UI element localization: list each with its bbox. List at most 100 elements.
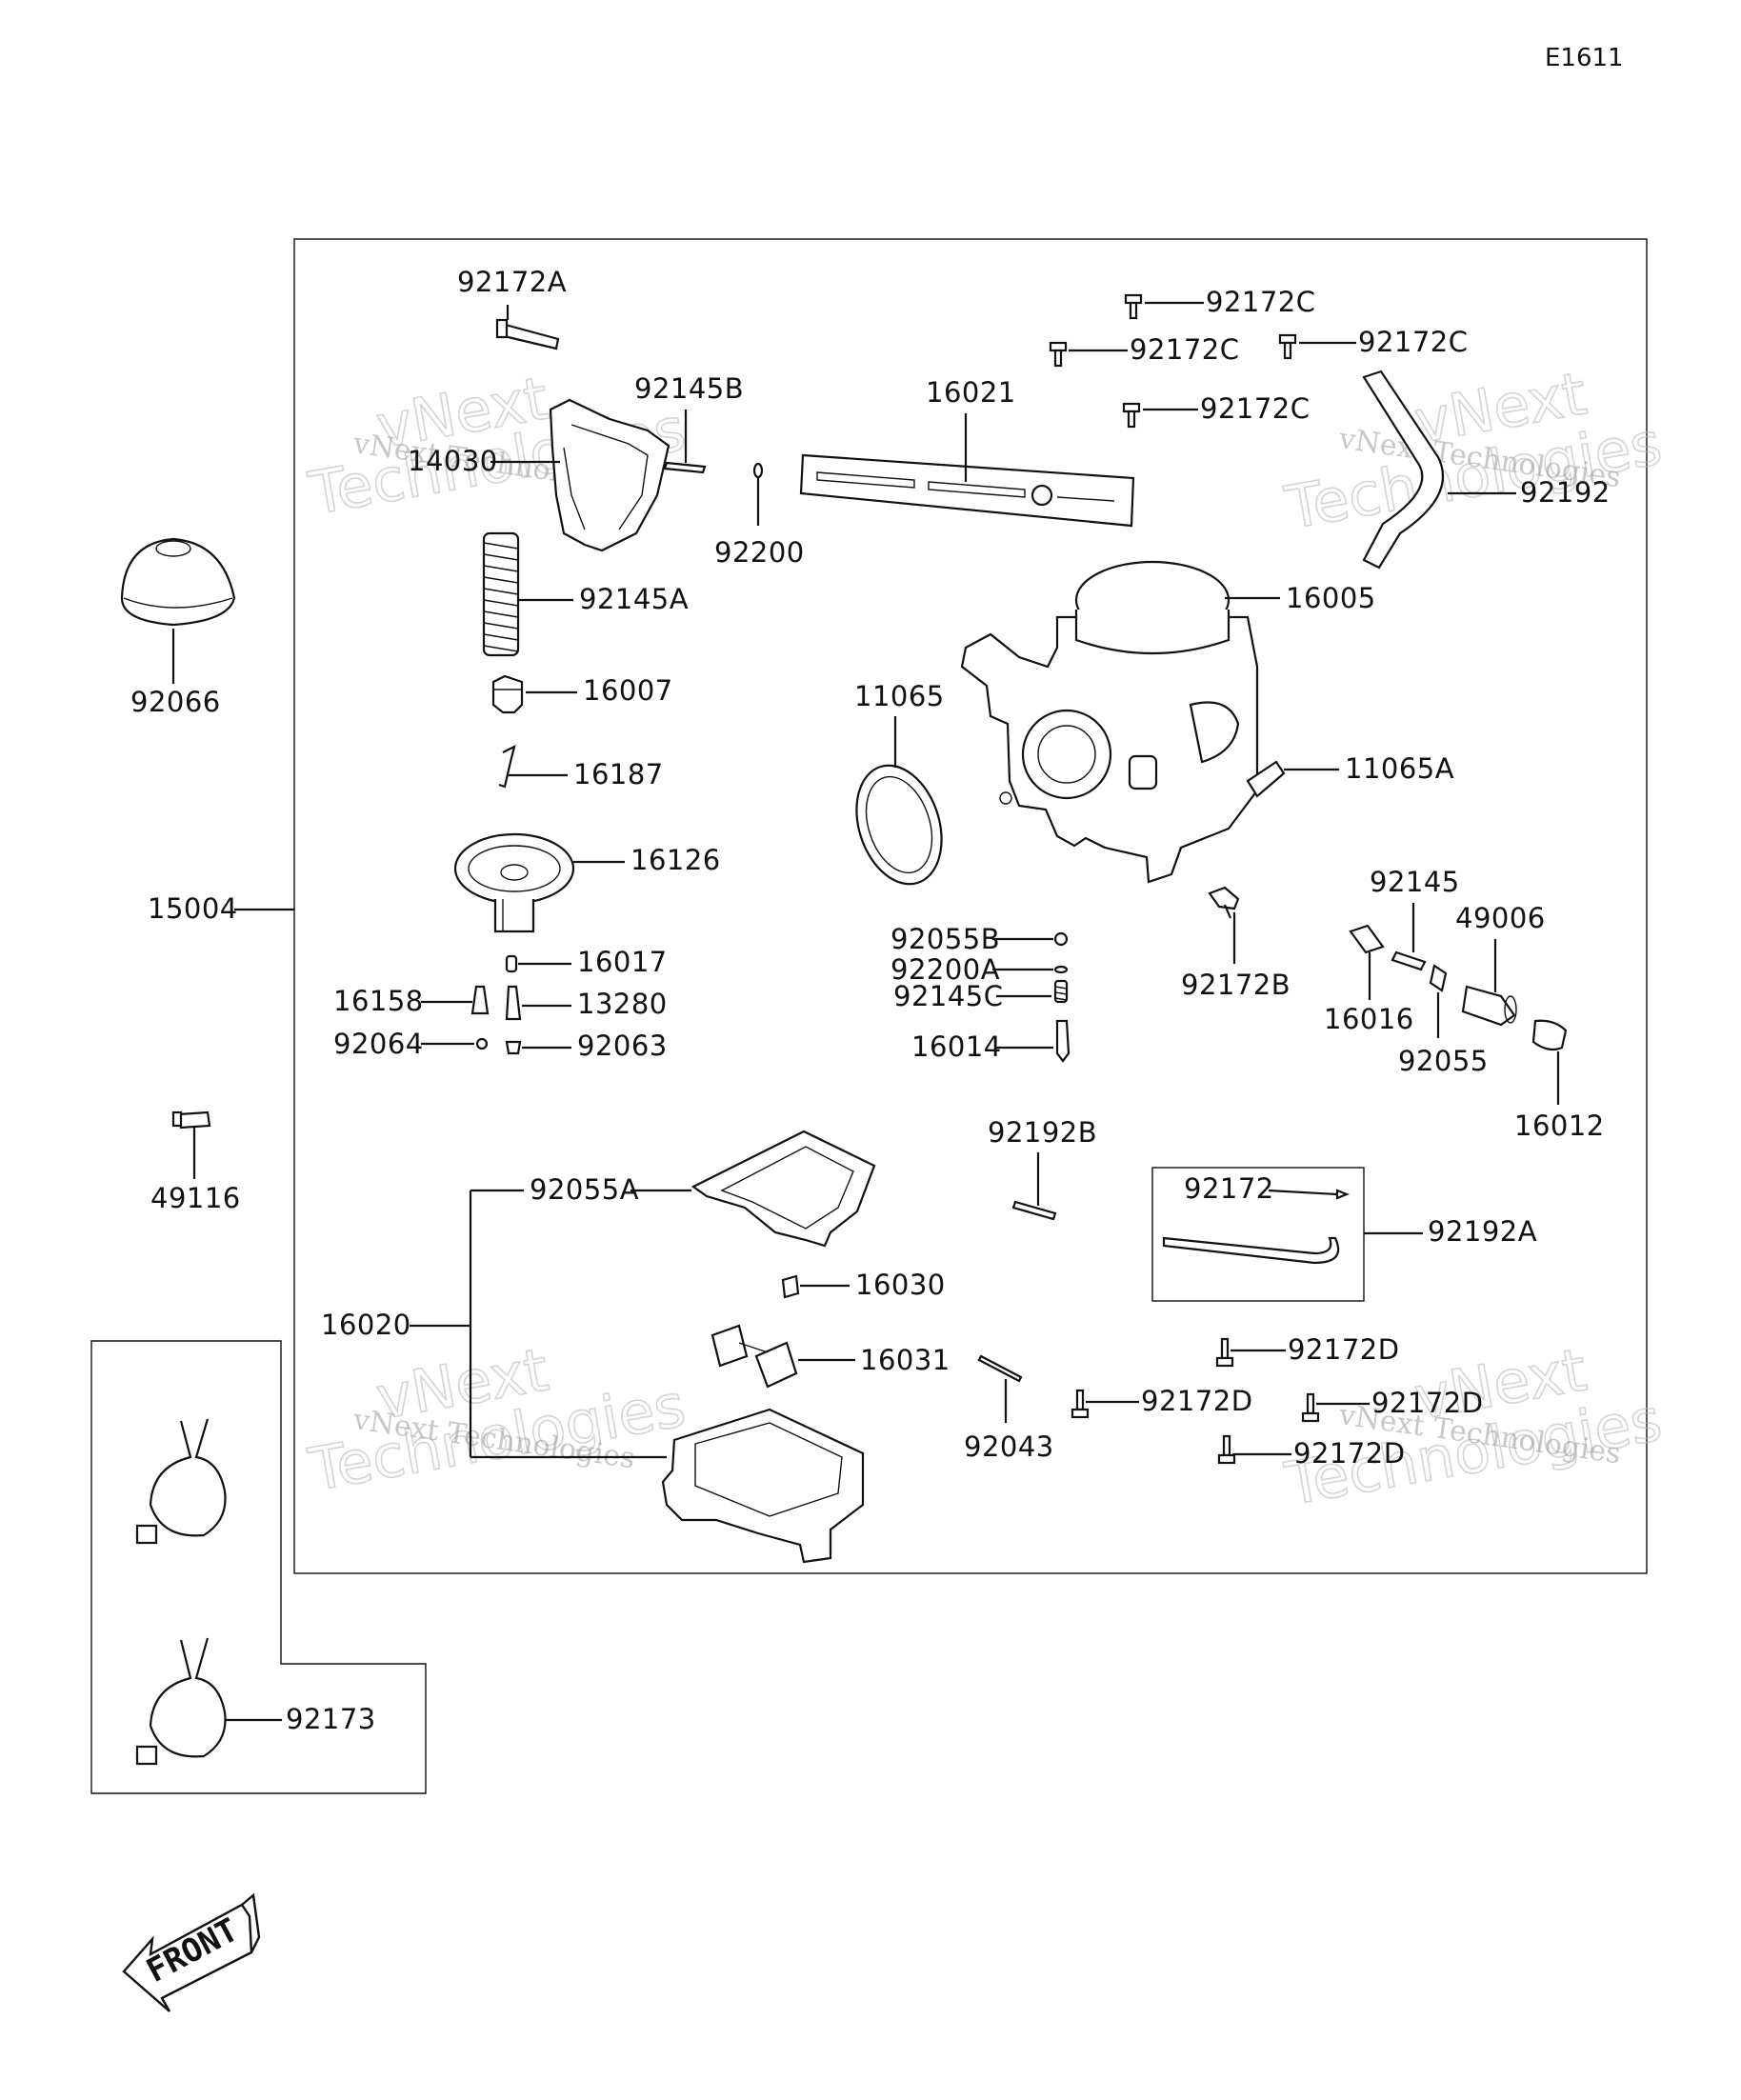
- part-label-92192A[interactable]: 92192A: [1428, 1215, 1537, 1248]
- washer-92200[interactable]: [752, 462, 764, 479]
- part-label-49006[interactable]: 49006: [1455, 902, 1546, 934]
- part-label-92145A[interactable]: 92145A: [579, 583, 689, 615]
- part-label-92173[interactable]: 92173: [286, 1703, 376, 1735]
- screw-92172C-3[interactable]: [1278, 333, 1297, 360]
- hose-92192[interactable]: [1362, 370, 1445, 570]
- spring-92145A[interactable]: [482, 531, 520, 657]
- washer-92055B[interactable]: [1053, 931, 1069, 947]
- part-label-92145B[interactable]: 92145B: [634, 372, 744, 405]
- part-label-16126[interactable]: 16126: [630, 844, 721, 876]
- part-label-11065A[interactable]: 11065A: [1345, 752, 1454, 785]
- needle-16014[interactable]: [1055, 1019, 1071, 1063]
- part-label-92066[interactable]: 92066: [130, 686, 221, 718]
- screw-92172C-4[interactable]: [1122, 402, 1141, 429]
- screw-92172D-1[interactable]: [1215, 1337, 1234, 1368]
- part-label-92055B[interactable]: 92055B: [891, 923, 1000, 955]
- part-label-16158[interactable]: 16158: [333, 985, 424, 1017]
- part-label-92172C-3[interactable]: 92172C: [1358, 326, 1469, 358]
- screw-92172[interactable]: [1335, 1189, 1350, 1200]
- spring-92145C[interactable]: [1053, 979, 1069, 1004]
- carburetor-body-16005[interactable]: [960, 560, 1286, 884]
- part-label-92172[interactable]: 92172: [1184, 1172, 1274, 1205]
- cap-16012[interactable]: [1531, 1019, 1568, 1051]
- washer-92064[interactable]: [475, 1037, 489, 1050]
- part-label-16020[interactable]: 16020: [321, 1309, 411, 1341]
- part-label-92145C[interactable]: 92145C: [893, 980, 1004, 1012]
- part-label-16187[interactable]: 16187: [573, 758, 664, 790]
- part-label-92063[interactable]: 92063: [577, 1030, 668, 1062]
- screw-92172A[interactable]: [495, 305, 560, 350]
- pin-16030[interactable]: [781, 1274, 800, 1299]
- part-label-16021[interactable]: 16021: [926, 376, 1016, 409]
- clamp-92173-lower[interactable]: [135, 1637, 227, 1766]
- part-label-92200[interactable]: 92200: [714, 536, 805, 569]
- washer-16017[interactable]: [505, 954, 518, 973]
- pin-92192B[interactable]: [1011, 1200, 1057, 1221]
- part-label-92172A[interactable]: 92172A: [457, 266, 567, 298]
- clip-92145B[interactable]: [663, 461, 707, 474]
- screw-16016[interactable]: [1349, 924, 1385, 954]
- part-label-92172C-1[interactable]: 92172C: [1206, 286, 1316, 318]
- part-label-92055[interactable]: 92055: [1398, 1045, 1489, 1077]
- part-label-92172B[interactable]: 92172B: [1181, 969, 1291, 1001]
- leader-92172: [1268, 1189, 1338, 1196]
- screw-92172D-4[interactable]: [1217, 1434, 1236, 1465]
- needle-jet-16158[interactable]: [470, 985, 490, 1015]
- part-label-92200A[interactable]: 92200A: [891, 953, 1000, 986]
- tube-92192A[interactable]: [1162, 1236, 1340, 1265]
- cover-14030[interactable]: [549, 398, 670, 552]
- clamp-box: [90, 1340, 427, 1794]
- plate-16021[interactable]: [799, 453, 1135, 528]
- part-label-16031[interactable]: 16031: [860, 1344, 951, 1376]
- screw-49006[interactable]: [1461, 985, 1517, 1027]
- part-label-92172D-2[interactable]: 92172D: [1141, 1385, 1253, 1417]
- part-label-14030[interactable]: 14030: [408, 445, 498, 477]
- screw-49116[interactable]: [171, 1110, 211, 1130]
- gasket-11065[interactable]: [842, 754, 955, 895]
- screw-92172D-3[interactable]: [1301, 1392, 1320, 1423]
- cap-92066[interactable]: [120, 537, 236, 627]
- holder-16007[interactable]: [491, 674, 524, 714]
- part-label-92172D-4[interactable]: 92172D: [1293, 1437, 1406, 1470]
- part-label-92064[interactable]: 92064: [333, 1028, 424, 1060]
- clamp-92173-upper[interactable]: [135, 1418, 227, 1545]
- part-label-11065[interactable]: 11065: [854, 680, 945, 712]
- float-bowl[interactable]: [661, 1408, 865, 1564]
- part-label-92055A[interactable]: 92055A: [530, 1173, 639, 1206]
- part-label-16014[interactable]: 16014: [911, 1030, 1002, 1063]
- part-label-16017[interactable]: 16017: [577, 946, 668, 978]
- part-label-16005[interactable]: 16005: [1286, 582, 1376, 614]
- group-bracket-16020: [410, 1189, 667, 1459]
- clip-16187[interactable]: [498, 744, 516, 789]
- part-label-15004[interactable]: 15004: [148, 892, 238, 925]
- pin-92043[interactable]: [977, 1354, 1023, 1383]
- part-label-92145[interactable]: 92145: [1370, 866, 1460, 898]
- ring-92063[interactable]: [505, 1040, 522, 1055]
- part-label-92172C-2[interactable]: 92172C: [1130, 333, 1240, 366]
- part-label-16030[interactable]: 16030: [855, 1269, 946, 1301]
- part-label-16007[interactable]: 16007: [583, 674, 673, 707]
- part-label-92192[interactable]: 92192: [1520, 476, 1611, 509]
- jet-13280[interactable]: [505, 985, 522, 1021]
- part-label-16016[interactable]: 16016: [1324, 1003, 1414, 1035]
- diaphragm-16126[interactable]: [453, 832, 575, 933]
- part-label-92172D-1[interactable]: 92172D: [1288, 1333, 1400, 1366]
- gasket-92055A[interactable]: [690, 1130, 876, 1248]
- spring-92145[interactable]: [1391, 950, 1427, 971]
- washer-92200A[interactable]: [1053, 965, 1069, 974]
- part-label-92172D-3[interactable]: 92172D: [1371, 1387, 1484, 1419]
- part-label-92043[interactable]: 92043: [964, 1430, 1054, 1463]
- part-label-92172C-4[interactable]: 92172C: [1200, 392, 1311, 425]
- screw-92172C-2[interactable]: [1049, 341, 1068, 368]
- part-label-16012[interactable]: 16012: [1514, 1110, 1605, 1142]
- float-16031[interactable]: [710, 1324, 798, 1389]
- o-ring-92055[interactable]: [1429, 964, 1448, 992]
- part-label-92192B[interactable]: 92192B: [988, 1116, 1097, 1149]
- part-label-49116[interactable]: 49116: [150, 1182, 241, 1214]
- part-label-13280[interactable]: 13280: [577, 988, 668, 1020]
- screw-92172B[interactable]: [1208, 886, 1240, 919]
- screw-92172D-2[interactable]: [1071, 1389, 1090, 1419]
- screw-92172C-1[interactable]: [1124, 293, 1143, 320]
